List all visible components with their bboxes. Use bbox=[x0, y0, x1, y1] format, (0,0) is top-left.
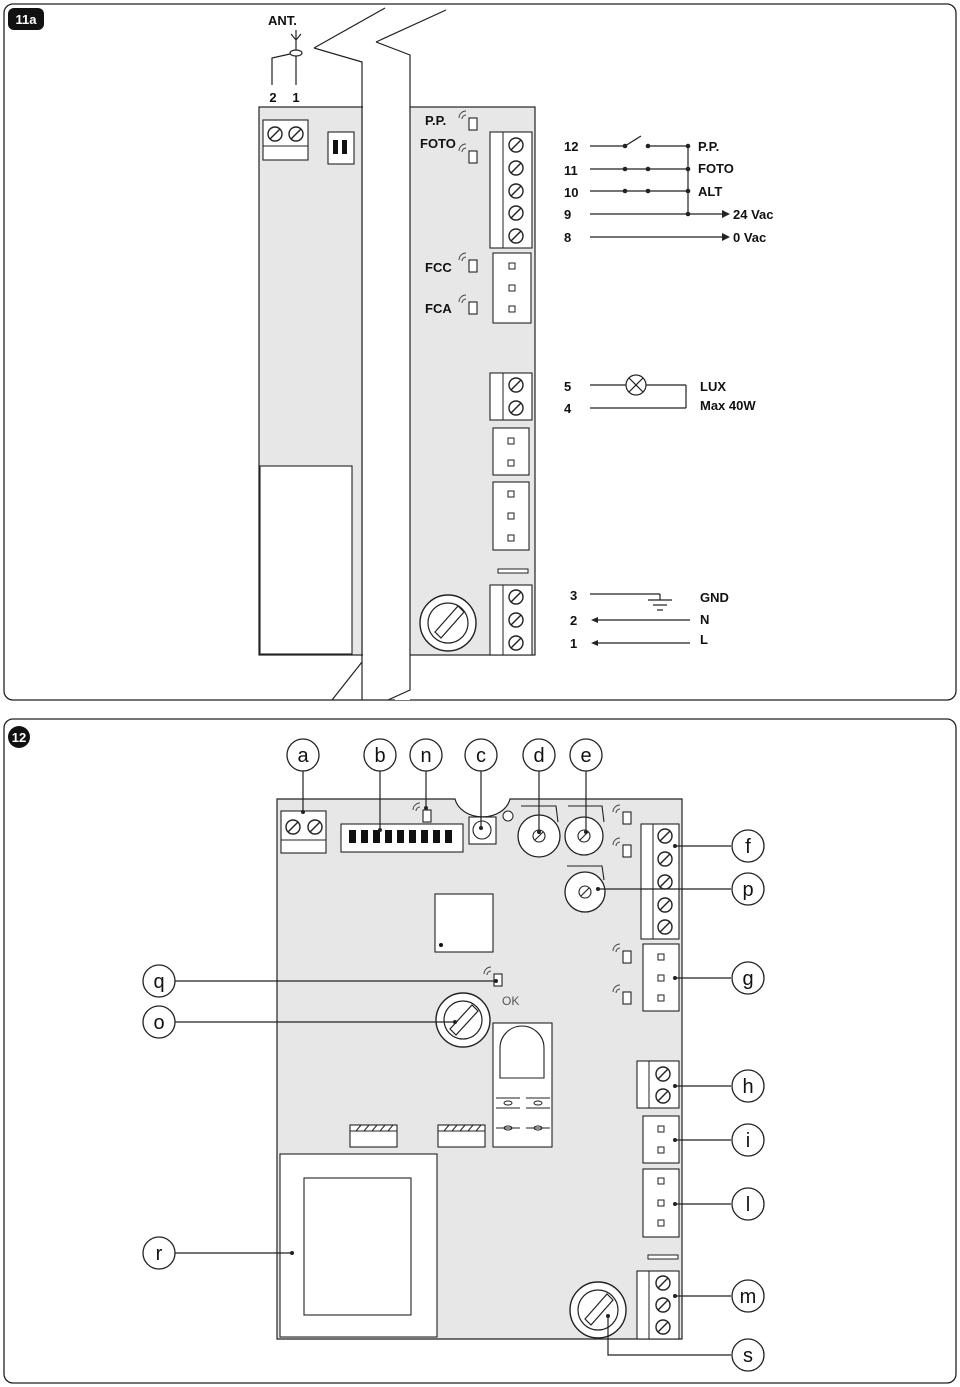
terminal-number-10: 10 bbox=[564, 185, 578, 200]
led-label-pp: P.P. bbox=[425, 113, 446, 128]
callout-dots bbox=[290, 806, 677, 1318]
circuit-label-alt: ALT bbox=[698, 184, 722, 199]
figure-12-badge-bg bbox=[8, 726, 30, 748]
fuse-icon bbox=[419, 594, 477, 652]
callout-n: n bbox=[409, 738, 443, 772]
callout-f-label: f bbox=[745, 836, 751, 858]
fuse-o-icon bbox=[435, 992, 491, 1048]
led-label-fcc: FCC bbox=[425, 260, 452, 275]
callout-d-label: d bbox=[533, 745, 544, 767]
antenna-label: ANT. bbox=[268, 13, 297, 28]
callout-g-label: g bbox=[742, 968, 753, 990]
callout-f: f bbox=[731, 829, 765, 863]
microcontroller-chip bbox=[434, 893, 494, 953]
figure-12-badge: 12 bbox=[12, 730, 26, 745]
callout-r-label: r bbox=[156, 1243, 163, 1265]
callout-l: l bbox=[731, 1187, 765, 1221]
terminal-number-9: 9 bbox=[564, 207, 571, 222]
transformer-area-11a bbox=[259, 465, 353, 655]
callout-s-label: s bbox=[743, 1345, 753, 1367]
callout-a: a bbox=[286, 738, 320, 772]
trimmer-d bbox=[517, 805, 561, 858]
circuit-label-foto: FOTO bbox=[698, 161, 734, 176]
circuit-label-max40w: Max 40W bbox=[700, 398, 756, 413]
antenna-icon bbox=[271, 30, 303, 85]
fuse-s-icon bbox=[569, 1281, 627, 1339]
callout-d: d bbox=[522, 738, 556, 772]
callout-b-label: b bbox=[374, 745, 385, 767]
callout-q-label: q bbox=[153, 971, 164, 993]
callout-a-label: a bbox=[297, 745, 309, 767]
callout-m-label: m bbox=[740, 1286, 757, 1308]
ok-label: OK bbox=[502, 994, 519, 1008]
led-label-foto: FOTO bbox=[420, 136, 456, 151]
callout-i-label: i bbox=[746, 1130, 750, 1152]
antenna-terminal-block-11a bbox=[262, 119, 309, 161]
circuit-label-lux: LUX bbox=[700, 379, 726, 394]
callout-c-label: c bbox=[476, 745, 486, 767]
circuit-label-0vac: 0 Vac bbox=[733, 230, 766, 245]
callout-e-label: e bbox=[580, 745, 591, 767]
terminal-number-12: 12 bbox=[564, 139, 578, 154]
callout-h: h bbox=[731, 1069, 765, 1103]
circuit-label-24vac: 24 Vac bbox=[733, 207, 774, 222]
callout-g: g bbox=[731, 961, 765, 995]
terminal-number-4: 4 bbox=[564, 401, 572, 416]
circuit-label-n: N bbox=[700, 612, 709, 627]
dip-switch-levers bbox=[349, 830, 452, 843]
terminal-number-11: 11 bbox=[564, 163, 578, 178]
led-label-fca: FCA bbox=[425, 301, 452, 316]
lamp-icon bbox=[625, 374, 647, 396]
terminal-number-2: 2 bbox=[570, 613, 577, 628]
callout-o-label: o bbox=[153, 1012, 164, 1034]
callout-p: p bbox=[731, 872, 765, 906]
callout-q: q bbox=[142, 964, 176, 998]
terminal-number-3: 3 bbox=[570, 588, 577, 603]
callout-h-label: h bbox=[742, 1076, 753, 1098]
terminal-number-5: 5 bbox=[564, 379, 571, 394]
circuit-label-pp: P.P. bbox=[698, 139, 719, 154]
connector-2pin-11a bbox=[492, 427, 530, 476]
dip-switch-11a bbox=[327, 131, 355, 165]
capacitor-right bbox=[437, 1124, 486, 1148]
circuit-label-l: L bbox=[700, 632, 708, 647]
terminal-number-1: 1 bbox=[570, 636, 577, 651]
figure-12: 12 bbox=[3, 718, 957, 1384]
callout-p-label: p bbox=[742, 879, 753, 901]
callout-e: e bbox=[569, 738, 603, 772]
callout-i: i bbox=[731, 1123, 765, 1157]
capacitor-left bbox=[349, 1124, 398, 1148]
figure-11a: 11a ANT. 2 1 bbox=[3, 3, 957, 701]
callout-o: o bbox=[142, 1005, 176, 1039]
callout-l-label: l bbox=[746, 1194, 750, 1216]
antenna-terminal-1: 1 bbox=[292, 90, 299, 105]
trimmer-p bbox=[564, 865, 606, 913]
callout-r: r bbox=[142, 1236, 176, 1270]
terminal-number-8: 8 bbox=[564, 230, 571, 245]
control-wiring bbox=[590, 135, 722, 644]
break-band bbox=[313, 7, 447, 701]
ground-icon bbox=[648, 599, 672, 611]
figure-11a-badge: 11a bbox=[16, 12, 38, 27]
callout-c: c bbox=[464, 738, 498, 772]
antenna-terminal-2: 2 bbox=[269, 90, 276, 105]
callout-leaders bbox=[175, 771, 731, 1356]
figure-11a-badge-bg bbox=[8, 8, 44, 30]
callout-m: m bbox=[731, 1279, 765, 1313]
wiring-dots bbox=[591, 143, 730, 646]
callout-s: s bbox=[731, 1338, 765, 1372]
callout-b: b bbox=[363, 738, 397, 772]
callout-n-label: n bbox=[420, 745, 431, 767]
relay-contacts bbox=[496, 1097, 550, 1131]
circuit-label-gnd: GND bbox=[700, 590, 729, 605]
